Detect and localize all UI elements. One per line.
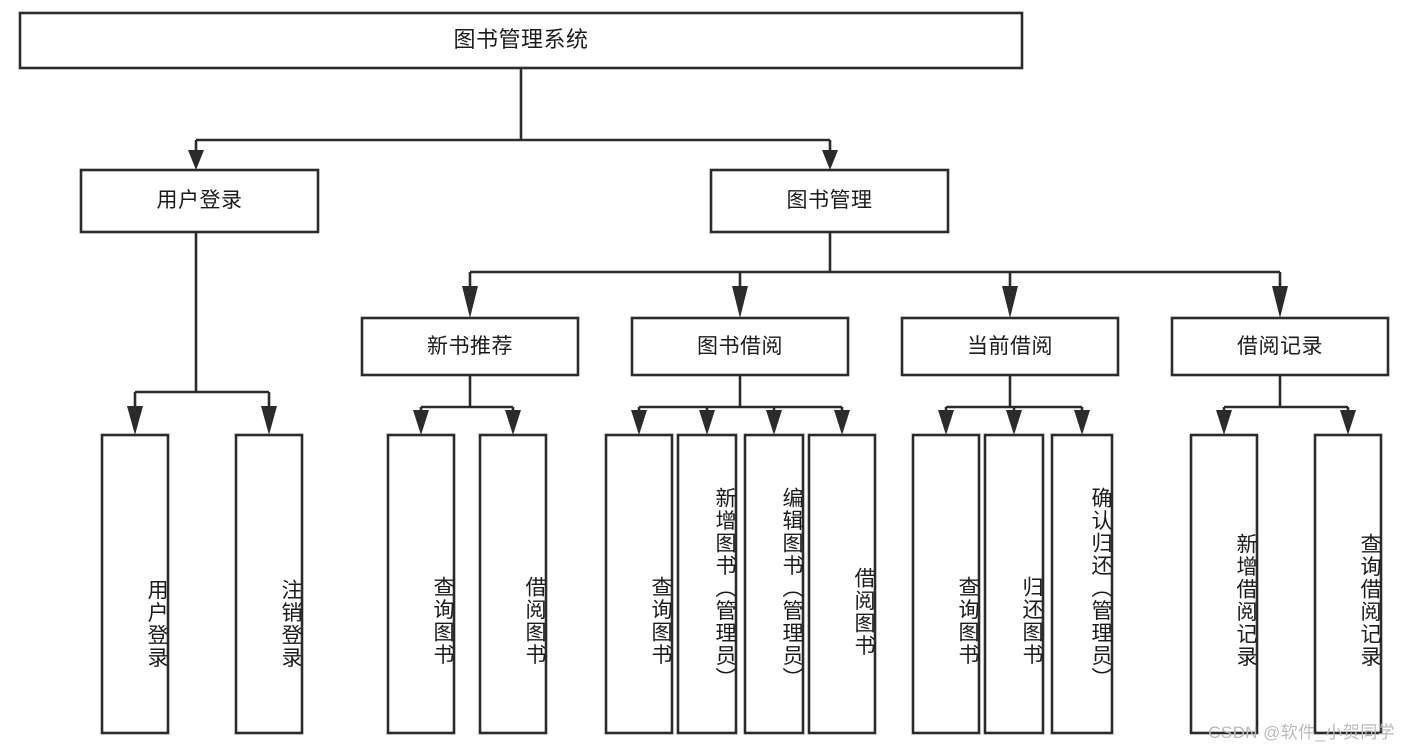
arrow-bm-to-new-book-recommend-icon: [462, 286, 478, 318]
arrow-root-to-user-login-icon: [188, 150, 204, 170]
arrow-nbr-leaf1-icon: [413, 410, 429, 435]
arrow-br-leaf1-icon: [1216, 410, 1232, 435]
node-leaf-borrow-book-1-box[interactable]: [478, 433, 548, 735]
node-new-book-recommend-box[interactable]: [360, 316, 580, 377]
arrow-cb-leaf1-icon: [938, 410, 954, 435]
arrow-bb-leaf3-icon: [766, 410, 782, 435]
arrow-bb-leaf4-icon: [834, 410, 850, 435]
node-book-management-box[interactable]: [709, 168, 950, 234]
node-leaf-edit-book-box[interactable]: [743, 433, 805, 735]
arrow-bm-to-borrow-record-icon: [1272, 286, 1288, 318]
connector-group-book-borrow: [631, 375, 850, 435]
node-leaf-borrow-book-2-box[interactable]: [807, 433, 877, 735]
node-leaf-user-login-box[interactable]: [100, 433, 170, 735]
connector-group-book-management: [462, 232, 1288, 318]
connector-group-root: [188, 68, 838, 170]
node-current-borrow-box[interactable]: [900, 316, 1120, 377]
node-leaf-logout-box[interactable]: [234, 433, 304, 735]
node-user-login-box[interactable]: [79, 168, 320, 234]
node-leaf-confirm-return-box[interactable]: [1050, 433, 1114, 735]
connector-group-borrow-record: [1216, 375, 1356, 435]
connector-group-user-login: [127, 232, 277, 435]
node-leaf-return-book-box[interactable]: [983, 433, 1045, 735]
arrow-bb-leaf2-icon: [699, 410, 715, 435]
arrow-br-leaf2-icon: [1340, 410, 1356, 435]
arrow-nbr-leaf2-icon: [505, 410, 521, 435]
arrow-bm-to-book-borrow-icon: [732, 286, 748, 318]
arrow-user-login-leaf2-icon: [261, 406, 277, 435]
arrow-cb-leaf3-icon: [1074, 410, 1090, 435]
node-leaf-query-book-1-box[interactable]: [386, 433, 456, 735]
node-root-box[interactable]: [18, 11, 1024, 70]
connector-group-new-book-recommend: [413, 375, 521, 435]
node-borrow-record-box[interactable]: [1170, 316, 1390, 377]
node-leaf-query-record-box[interactable]: [1313, 433, 1383, 735]
node-leaf-add-record-box[interactable]: [1189, 433, 1259, 735]
connector-group-current-borrow: [938, 375, 1090, 435]
arrow-bm-to-current-borrow-icon: [1002, 286, 1018, 318]
arrow-cb-leaf2-icon: [1006, 410, 1022, 435]
node-leaf-add-book-box[interactable]: [676, 433, 738, 735]
node-leaf-query-book-2-box[interactable]: [604, 433, 674, 735]
arrow-root-to-book-management-icon: [822, 150, 838, 170]
node-leaf-query-book-3-box[interactable]: [911, 433, 981, 735]
arrow-bb-leaf1-icon: [631, 410, 647, 435]
node-book-borrow-box[interactable]: [630, 316, 850, 377]
arrow-user-login-leaf1-icon: [127, 406, 143, 435]
